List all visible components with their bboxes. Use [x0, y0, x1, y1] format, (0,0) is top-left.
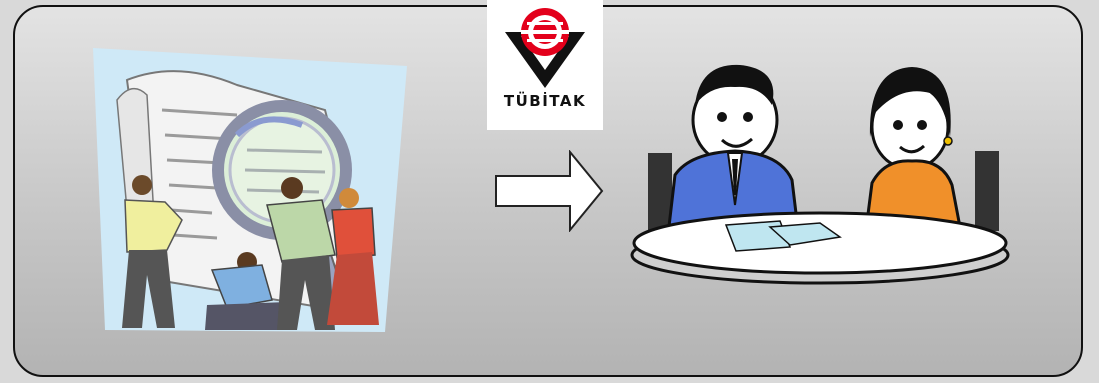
right-arrow-icon — [494, 150, 606, 232]
logo-wordmark: TÜBİTAK — [487, 92, 603, 110]
document-review-team-clipart — [87, 40, 414, 340]
tubitak-logo: TÜBİTAK — [487, 0, 603, 130]
tubitak-emblem-icon — [487, 0, 603, 92]
meeting-at-table-clipart — [630, 55, 1020, 295]
